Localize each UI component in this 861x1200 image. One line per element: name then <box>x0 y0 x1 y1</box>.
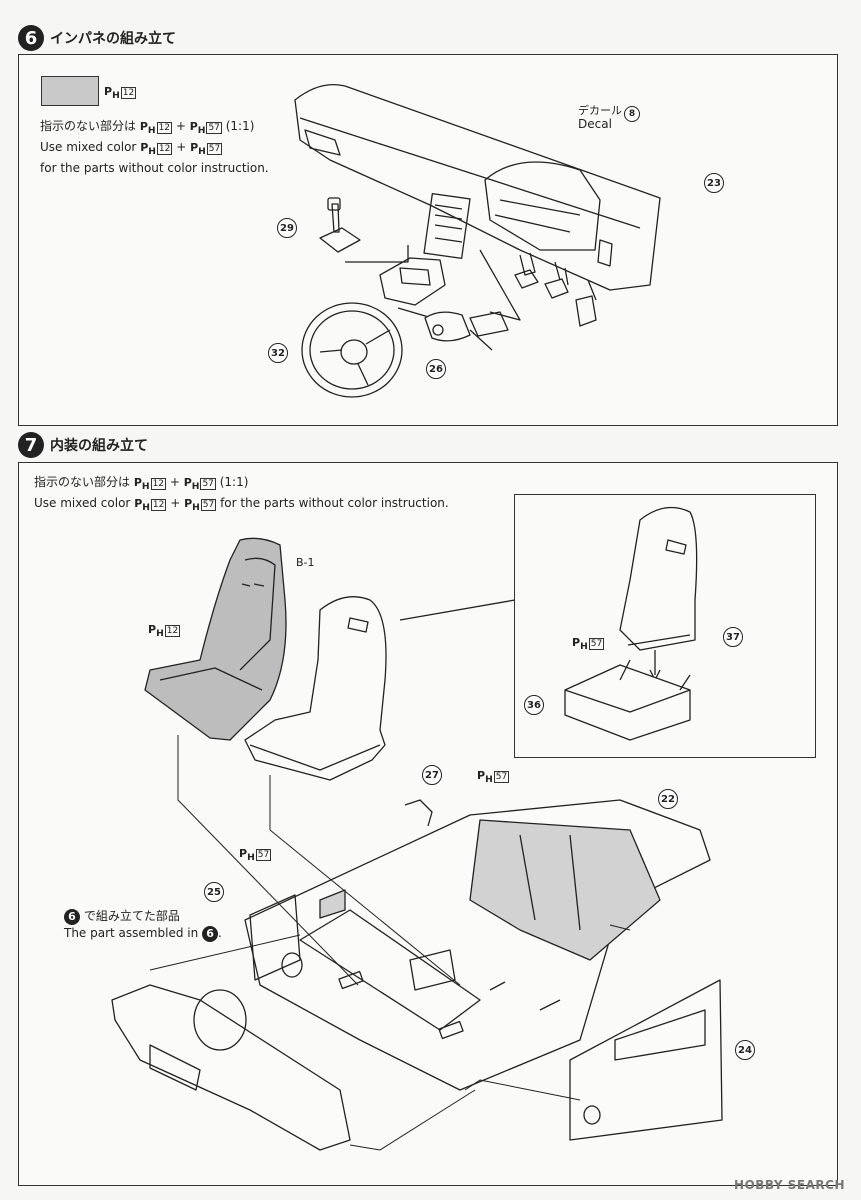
step6-title: インパネの組み立て <box>50 31 176 47</box>
callout-29: 29 <box>277 218 297 238</box>
inset-leader <box>399 599 516 621</box>
watermark: HOBBY SEARCH <box>734 1178 845 1192</box>
callout-32: 32 <box>268 343 288 363</box>
dashboard-assembly <box>111 984 351 1151</box>
step7-header: 7 内装の組み立て <box>18 432 148 458</box>
step7-number: 7 <box>18 432 44 458</box>
callout-25: 25 <box>204 882 224 902</box>
callout-36: 36 <box>524 695 544 715</box>
assembled-note: 6 で組み立てた部品 The part assembled in 6. <box>64 908 222 942</box>
callout-26: 26 <box>426 359 446 379</box>
decal-label-en: Decal <box>578 117 612 131</box>
steering-column-26 <box>397 249 521 351</box>
step7-title: 内装の組み立て <box>50 438 148 454</box>
inset-seat-base-36 <box>564 659 691 741</box>
pedals <box>514 252 597 327</box>
decal-number: 8 <box>624 106 640 122</box>
callout-27: 27 <box>422 765 442 785</box>
inset-seat-back-37 <box>619 506 698 681</box>
part-27 <box>404 799 433 827</box>
steering-wheel-32 <box>301 302 403 398</box>
shifter-29 <box>319 197 409 263</box>
b1-label: B-1 <box>296 556 315 569</box>
callout-24: 24 <box>735 1040 755 1060</box>
assembly-leaders <box>149 735 631 1151</box>
step6-header: 6 インパネの組み立て <box>18 25 176 51</box>
color-swatch-gray <box>41 76 99 106</box>
door-panel-24 <box>569 979 723 1141</box>
standard-seat <box>244 596 387 781</box>
bucket-seat <box>144 537 287 741</box>
center-console <box>379 257 446 306</box>
callout-22: 22 <box>658 789 678 809</box>
dashboard-part <box>294 83 661 291</box>
floor-tub-22 <box>244 799 711 1091</box>
callout-37: 37 <box>723 627 743 647</box>
decal-label-jp: デカール <box>578 104 622 117</box>
step6-number: 6 <box>18 25 44 51</box>
callout-23: 23 <box>704 173 724 193</box>
